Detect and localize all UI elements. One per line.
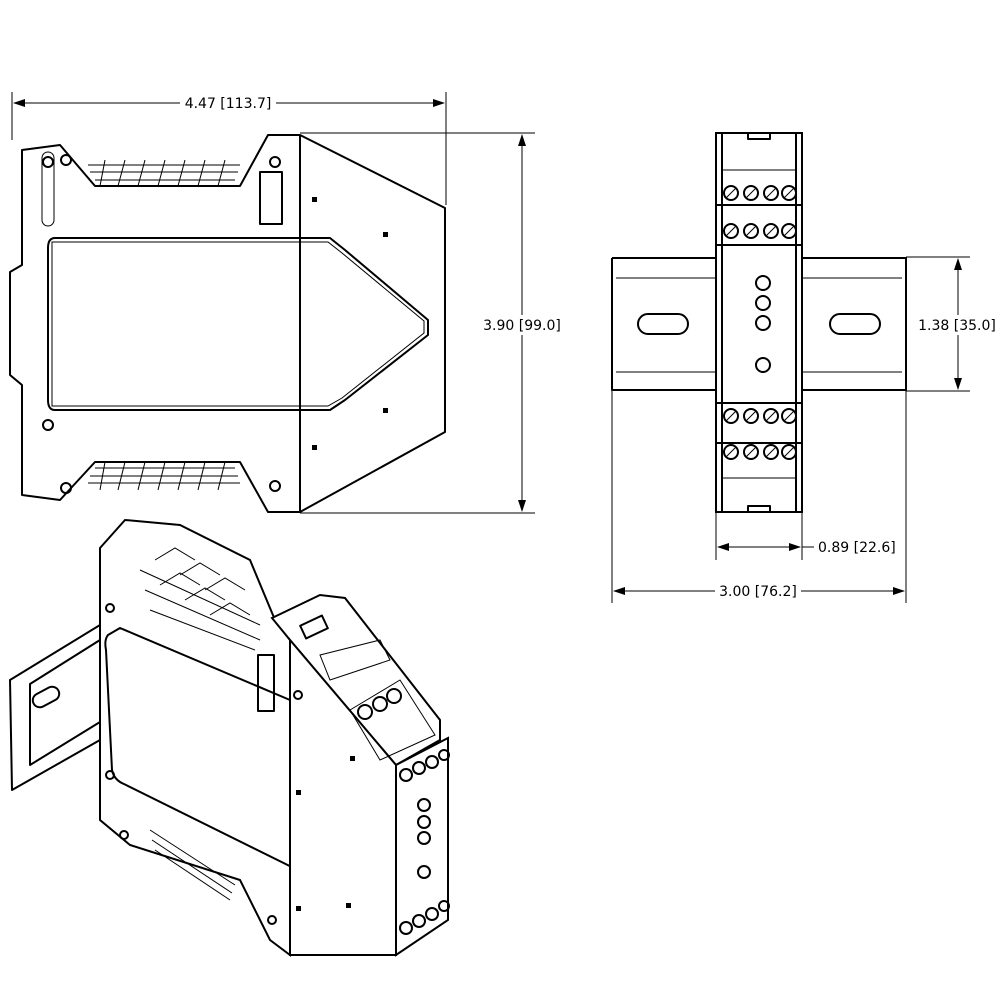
dim-rail-height: 1.38 [35.0] bbox=[906, 256, 999, 392]
front-view bbox=[611, 132, 907, 513]
screw-slot bbox=[725, 446, 737, 458]
isometric-view bbox=[9, 518, 450, 957]
screw-icon bbox=[763, 408, 779, 424]
fin-hatch-top bbox=[99, 159, 226, 187]
screw-icon bbox=[781, 408, 797, 424]
screw-icon bbox=[781, 223, 797, 239]
screw-slot bbox=[783, 225, 795, 237]
screw-slot bbox=[725, 187, 737, 199]
terminal-screws bbox=[723, 185, 797, 460]
fin-hatch-bottom bbox=[99, 461, 226, 491]
led-icon bbox=[755, 275, 771, 291]
rail-length-label: 3.00 [76.2] bbox=[719, 584, 797, 600]
dim-side-width: 4.47 [113.7] bbox=[11, 92, 447, 205]
screw-slot bbox=[725, 410, 737, 422]
led-icon bbox=[755, 357, 771, 373]
screw-icon bbox=[743, 185, 759, 201]
screw-slot bbox=[783, 187, 795, 199]
screw-slot bbox=[765, 410, 777, 422]
iso-fins bbox=[154, 547, 251, 616]
screw-icon bbox=[723, 408, 739, 424]
side-view bbox=[9, 134, 446, 513]
led-icon bbox=[755, 315, 771, 331]
screw-icon bbox=[781, 185, 797, 201]
screw-icon bbox=[723, 185, 739, 201]
side-height-label: 3.90 [99.0] bbox=[483, 318, 561, 334]
screw-slot bbox=[745, 187, 757, 199]
screw-icon bbox=[763, 444, 779, 460]
screw-icon bbox=[763, 223, 779, 239]
rail-height-label: 1.38 [35.0] bbox=[918, 318, 996, 334]
dim-side-height: 3.90 [99.0] bbox=[300, 132, 568, 514]
screw-slot bbox=[745, 446, 757, 458]
screw-slot bbox=[745, 410, 757, 422]
rail-slot bbox=[637, 313, 689, 335]
screw-slot bbox=[783, 410, 795, 422]
screw-icon bbox=[743, 444, 759, 460]
screw-slot bbox=[725, 225, 737, 237]
led-indicators bbox=[755, 275, 771, 373]
screw-icon bbox=[743, 223, 759, 239]
screw-slot bbox=[765, 446, 777, 458]
led-icon bbox=[755, 295, 771, 311]
iso-din-rail bbox=[9, 624, 101, 791]
dim-rail-length: 3.00 [76.2] bbox=[611, 390, 907, 603]
screw-icon bbox=[723, 223, 739, 239]
screw-icon bbox=[723, 444, 739, 460]
screw-icon bbox=[743, 408, 759, 424]
screw-icon bbox=[763, 185, 779, 201]
screw-slot bbox=[783, 446, 795, 458]
screw-slot bbox=[765, 187, 777, 199]
screw-slot bbox=[765, 225, 777, 237]
screw-icon bbox=[781, 444, 797, 460]
screw-slot bbox=[745, 225, 757, 237]
module-width-label: 0.89 [22.6] bbox=[818, 540, 896, 556]
dim-module-width: 0.89 [22.6] bbox=[715, 512, 896, 560]
rail-slot bbox=[829, 313, 881, 335]
side-width-label: 4.47 [113.7] bbox=[185, 96, 272, 112]
